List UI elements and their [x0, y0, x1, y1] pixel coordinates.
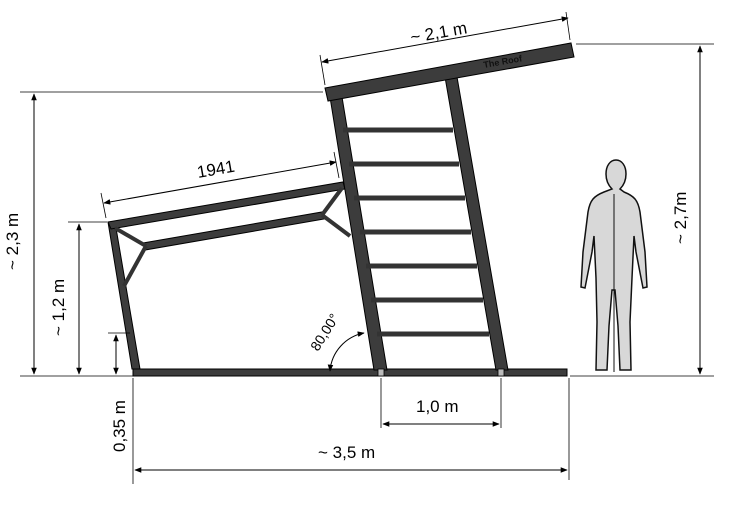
- label-arm-length: 1941: [196, 157, 237, 182]
- label-height-human-side: ~ 2,7m: [671, 192, 690, 244]
- ladder-right-rail: [444, 76, 509, 371]
- label-base-offset: 0,35 m: [110, 400, 129, 452]
- foot-marker: [497, 368, 505, 377]
- label-angle: 80,00°: [307, 311, 342, 354]
- label-height-total: ~ 2,3 m: [3, 213, 22, 270]
- brace-left-bottom: [122, 245, 148, 287]
- label-bottom-span: 1,0 m: [416, 397, 459, 416]
- label-front-height: ~ 1,2 m: [49, 279, 68, 336]
- brace-left-top: [113, 226, 148, 248]
- label-total-length: ~ 3,5 m: [318, 443, 375, 462]
- foot-marker: [377, 368, 385, 377]
- dim-roof-length: [321, 16, 569, 64]
- brace-right-bottom: [320, 213, 352, 238]
- label-roof-length: ~ 2,1 m: [409, 18, 469, 47]
- angle-arc: [327, 331, 365, 372]
- dim-arm-length: [103, 160, 337, 205]
- front-post: [107, 221, 141, 370]
